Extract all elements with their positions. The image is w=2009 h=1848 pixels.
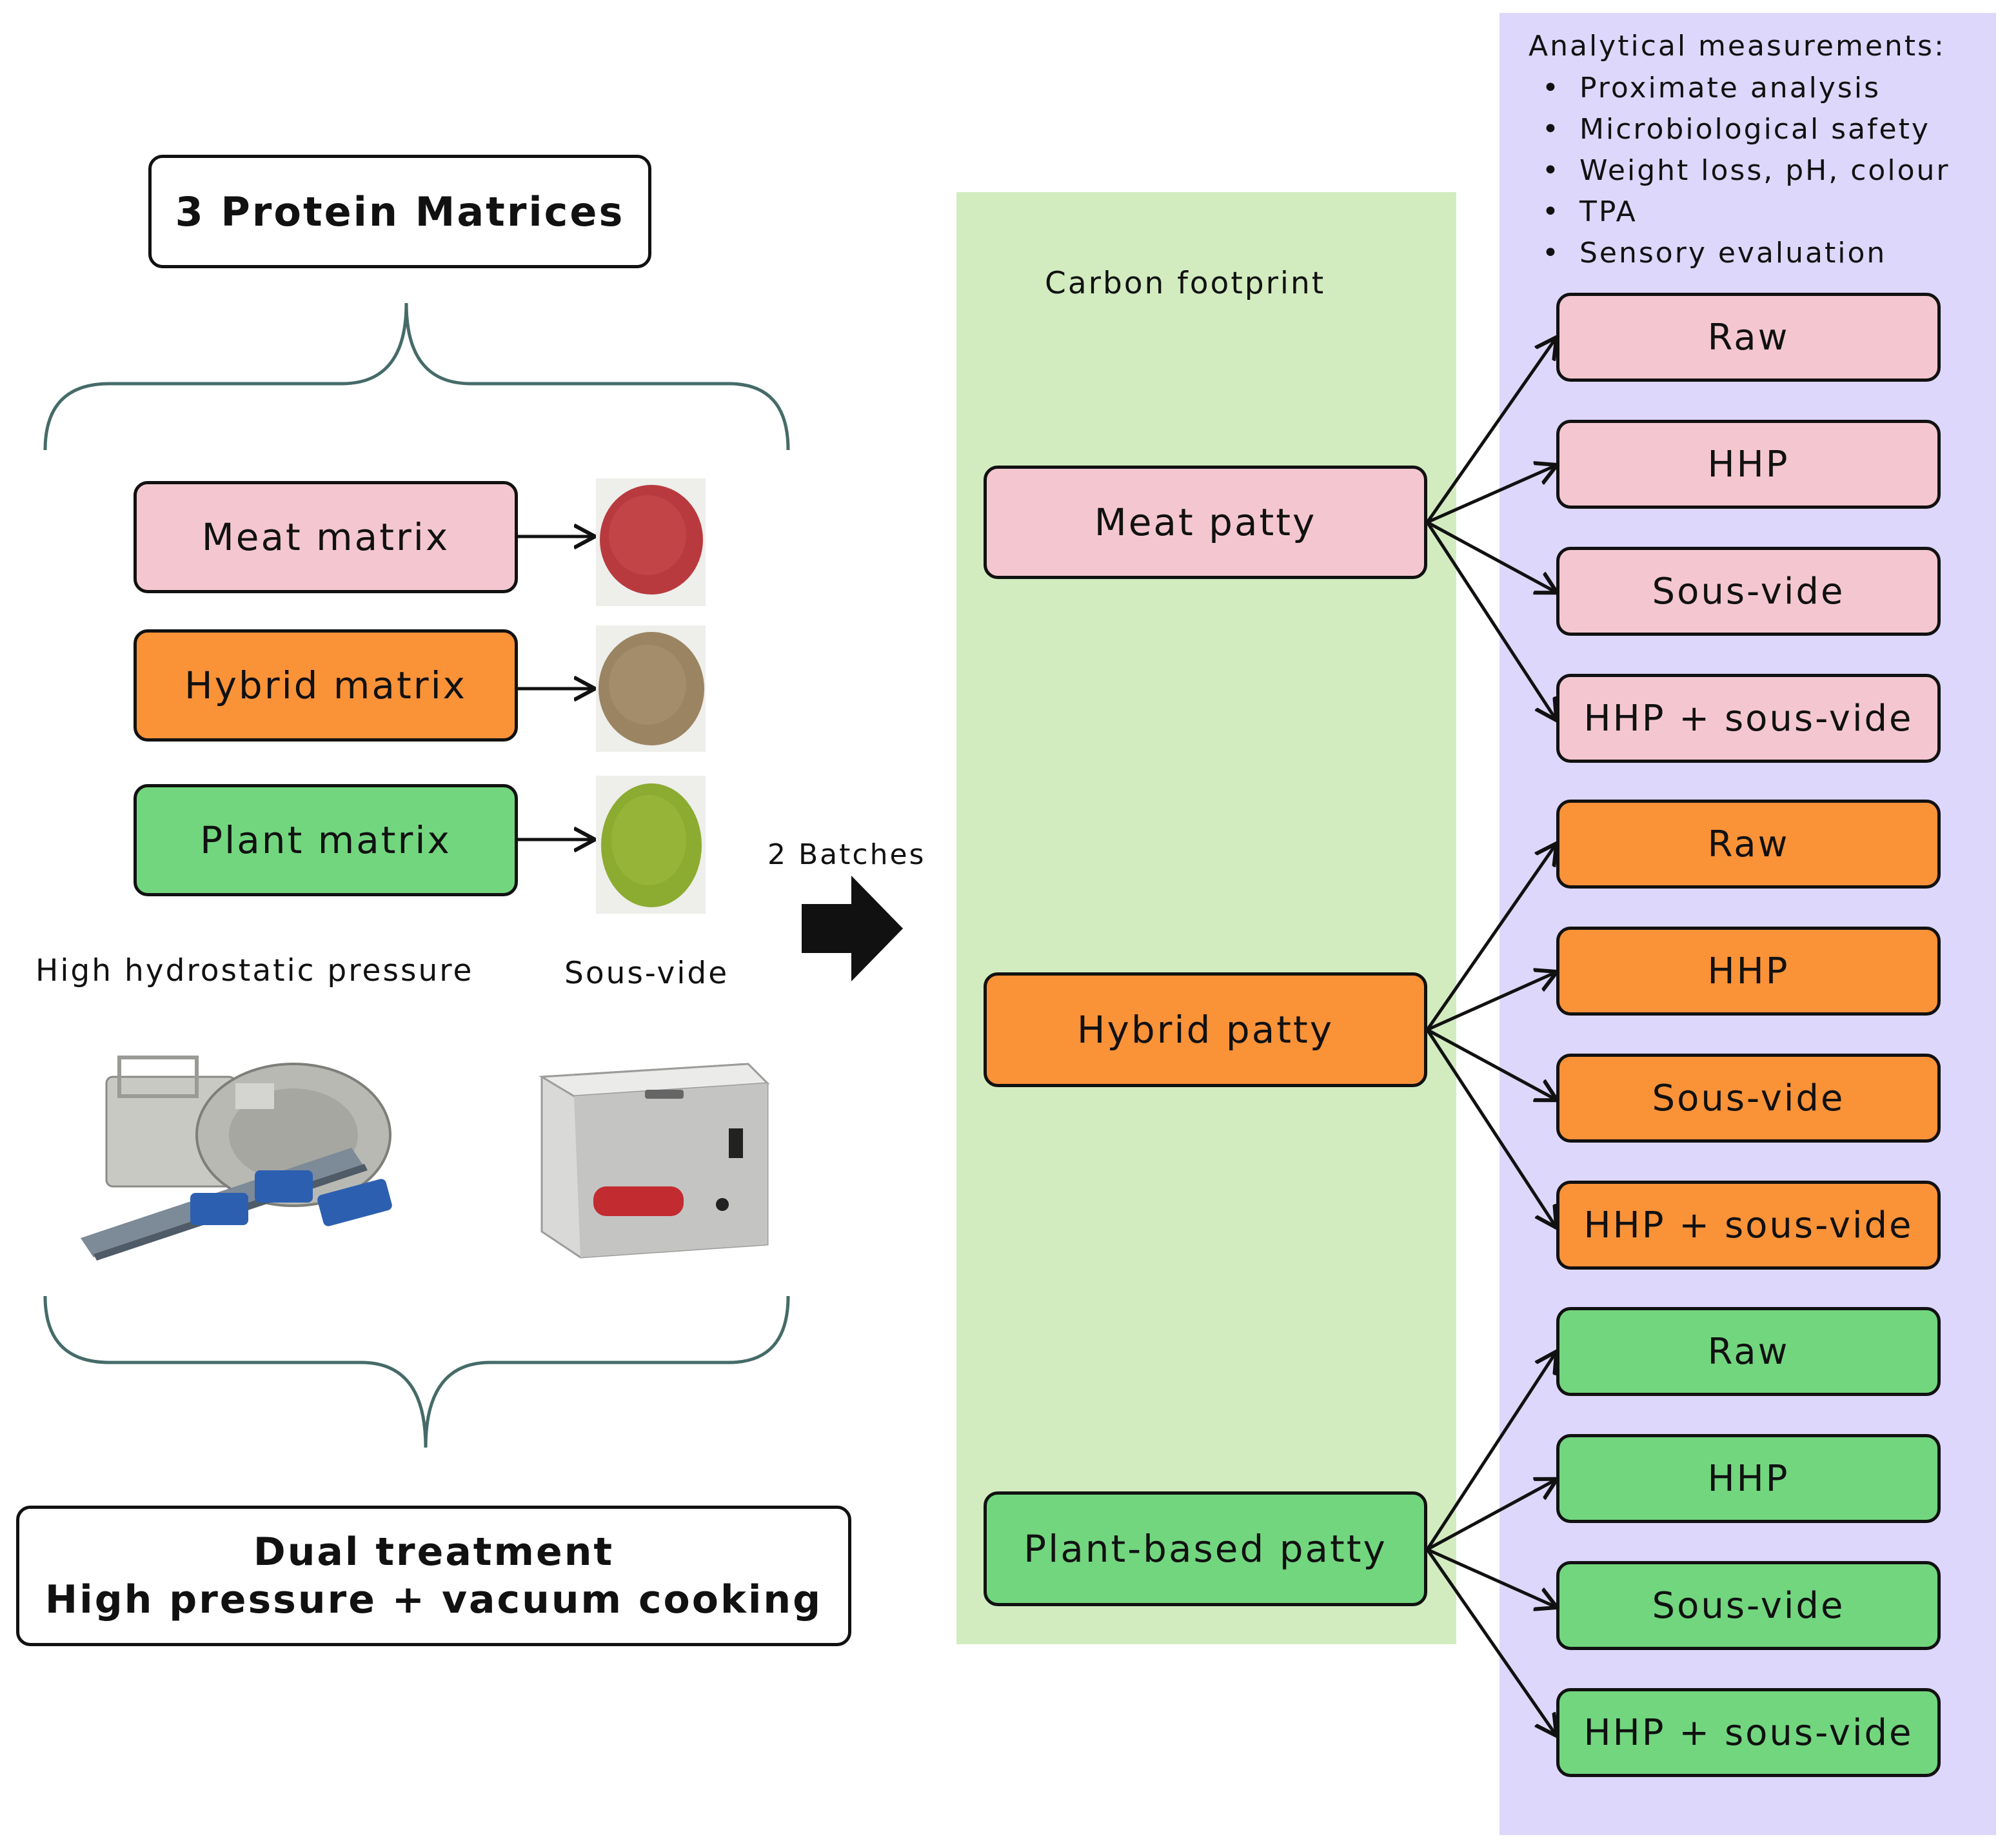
- hybrid-sous-vide-box: Sous-vide: [1556, 1054, 1941, 1143]
- hybrid-matrix-box: Hybrid matrix: [134, 629, 518, 742]
- bottom-brace: [43, 1295, 790, 1448]
- carbon-footprint-panel: [956, 192, 1456, 1644]
- meat-matrix-box: Meat matrix: [134, 481, 518, 593]
- plant-sous-vide-box: Sous-vide: [1556, 1561, 1941, 1650]
- meat-sous-vide-box: Sous-vide: [1556, 547, 1941, 636]
- plant-based-patty-box: Plant-based patty: [984, 1491, 1427, 1606]
- analytical-measurements-title: Analytical measurements:: [1529, 30, 1946, 63]
- hybrid-branches: [1425, 845, 1556, 1226]
- hybrid-hhp-sous-vide-box: HHP + sous-vide: [1556, 1181, 1941, 1270]
- meat-raw-box: Raw: [1556, 293, 1941, 382]
- protein-matrices-title: 3 Protein Matrices: [148, 155, 651, 268]
- measurement-item: Sensory evaluation: [1532, 233, 1950, 274]
- plant-branches: [1425, 1353, 1556, 1735]
- hhp-machine-image: [81, 1032, 455, 1277]
- batches-label: 2 Batches: [767, 838, 926, 871]
- raw-meat-patty-photo: [596, 478, 706, 606]
- plant-hhp-sous-vide-box: HHP + sous-vide: [1556, 1688, 1941, 1777]
- sous-vide-label: Sous-vide: [564, 956, 729, 991]
- measurement-item: Proximate analysis: [1532, 68, 1950, 109]
- hybrid-hhp-box: HHP: [1556, 927, 1941, 1016]
- meat-branches: [1425, 339, 1556, 719]
- hybrid-patty-photo: [596, 625, 706, 752]
- measurement-item: TPA: [1532, 192, 1950, 233]
- top-brace: [43, 302, 790, 451]
- dual-treatment-line1: Dual treatment: [253, 1529, 615, 1575]
- measurement-item: Weight loss, pH, colour: [1532, 150, 1950, 192]
- carbon-footprint-title: Carbon footprint: [1045, 266, 1326, 301]
- plant-hhp-box: HHP: [1556, 1434, 1941, 1523]
- dual-treatment-line2: High pressure + vacuum cooking: [45, 1577, 823, 1622]
- batches-arrow: [802, 876, 903, 981]
- plant-matrix-box: Plant matrix: [134, 784, 518, 896]
- hybrid-patty-box: Hybrid patty: [984, 972, 1427, 1087]
- hhp-label: High hydrostatic pressure: [35, 953, 474, 988]
- measurement-item: Microbiological safety: [1532, 109, 1950, 150]
- meat-hhp-sous-vide-box: HHP + sous-vide: [1556, 674, 1941, 763]
- plant-raw-box: Raw: [1556, 1307, 1941, 1396]
- hybrid-raw-box: Raw: [1556, 800, 1941, 889]
- sous-vide-machine-image: [535, 1057, 774, 1264]
- measurements-list: Proximate analysis Microbiological safet…: [1532, 68, 1950, 274]
- plant-patty-photo: [596, 776, 706, 914]
- dual-treatment-box: Dual treatment High pressure + vacuum co…: [16, 1506, 851, 1646]
- meat-hhp-box: HHP: [1556, 420, 1941, 509]
- meat-patty-box: Meat patty: [984, 466, 1427, 579]
